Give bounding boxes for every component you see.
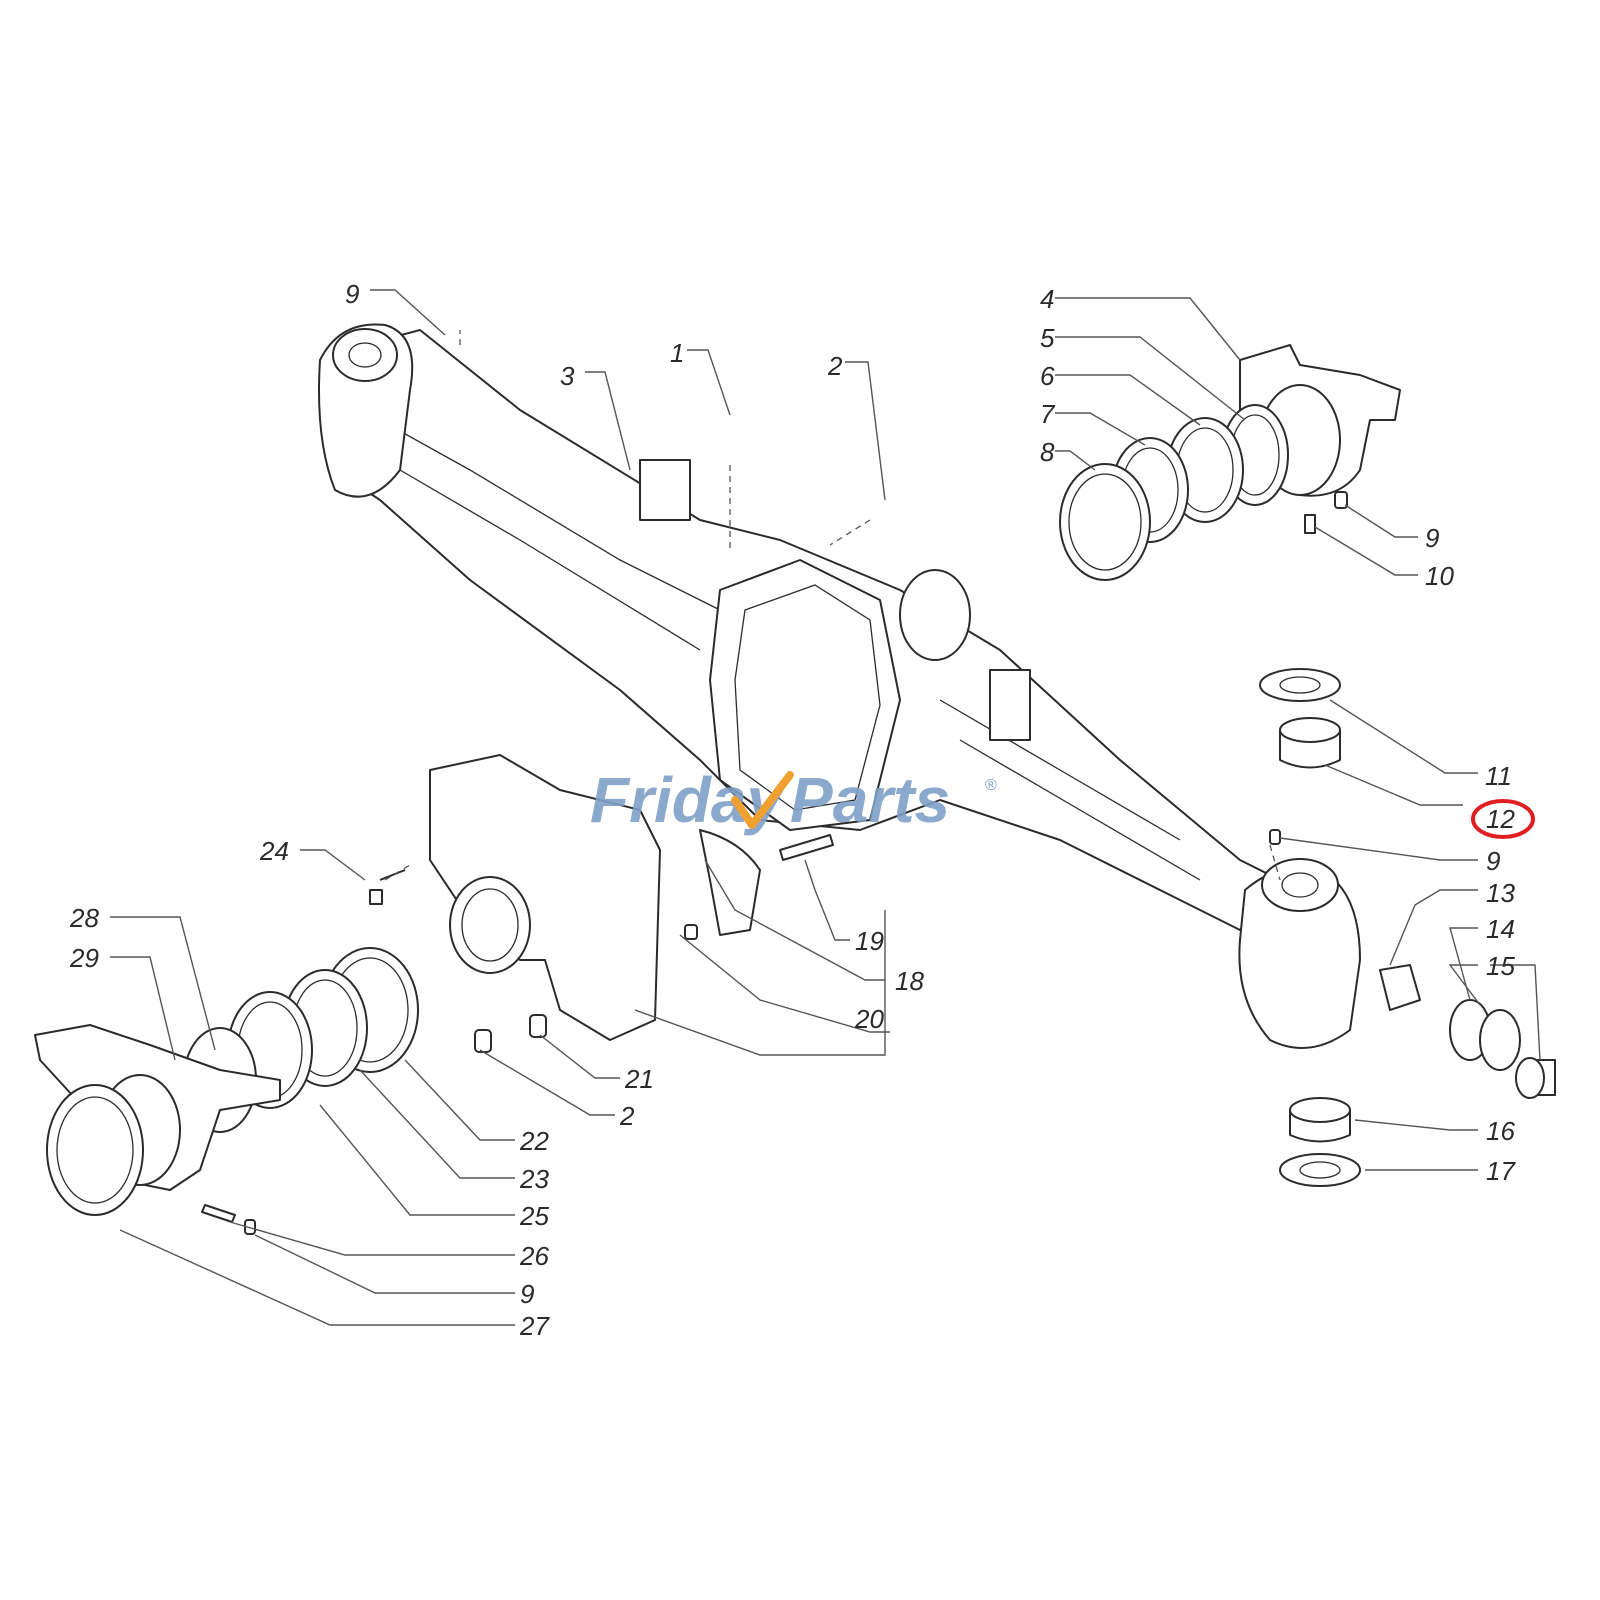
callout-29: 29	[69, 943, 99, 973]
callout-5: 5	[1040, 323, 1055, 353]
callout-23: 23	[519, 1164, 549, 1194]
leader-lines	[110, 289, 1541, 1326]
callout-1: 1	[670, 338, 684, 368]
assembly-axes	[384, 330, 1281, 881]
axle-housing	[318, 323, 1361, 1049]
callout-3: 3	[560, 361, 575, 391]
callout-9-bottom: 9	[520, 1279, 534, 1309]
callout-17: 17	[1486, 1156, 1516, 1186]
callout-20: 20	[854, 1004, 884, 1034]
callout-19: 19	[855, 926, 884, 956]
callout-15: 15	[1486, 951, 1515, 981]
callout-9-top-left: 9	[345, 279, 359, 309]
watermark-logo: Friday Parts ®	[590, 764, 997, 836]
callout-2-top: 2	[827, 351, 843, 381]
watermark-text-parts: Parts	[790, 764, 950, 836]
callout-6: 6	[1040, 361, 1055, 391]
callout-4: 4	[1040, 284, 1054, 314]
callout-labels: 9 3 1 2 4 5 6 7 8 9 10 11 12 9 13 14 15 …	[69, 279, 1516, 1341]
callout-18: 18	[895, 966, 924, 996]
callout-27: 27	[519, 1311, 550, 1341]
callout-22: 22	[519, 1126, 549, 1156]
callout-13: 13	[1486, 878, 1515, 908]
callout-12: 12	[1486, 804, 1515, 834]
callout-16: 16	[1486, 1116, 1515, 1146]
callout-26: 26	[519, 1241, 549, 1271]
callout-10: 10	[1425, 561, 1454, 591]
checkmark-icon	[731, 771, 794, 829]
callout-8: 8	[1040, 437, 1055, 467]
callout-2-bottom: 2	[619, 1101, 635, 1131]
callout-24: 24	[259, 836, 289, 866]
callout-28: 28	[69, 903, 99, 933]
callout-7: 7	[1040, 399, 1056, 429]
rear-bearing-group	[1059, 344, 1401, 581]
registered-mark: ®	[985, 777, 997, 794]
callout-9-right: 9	[1486, 846, 1500, 876]
left-cap-group	[34, 1024, 281, 1235]
callout-21: 21	[624, 1064, 654, 1094]
callout-9-top-right: 9	[1425, 523, 1439, 553]
highlight-circle-12	[1471, 799, 1535, 839]
callout-25: 25	[519, 1201, 549, 1231]
right-bushing-stack	[1259, 668, 1556, 1187]
callout-11: 11	[1485, 761, 1512, 791]
callout-14: 14	[1486, 914, 1515, 944]
